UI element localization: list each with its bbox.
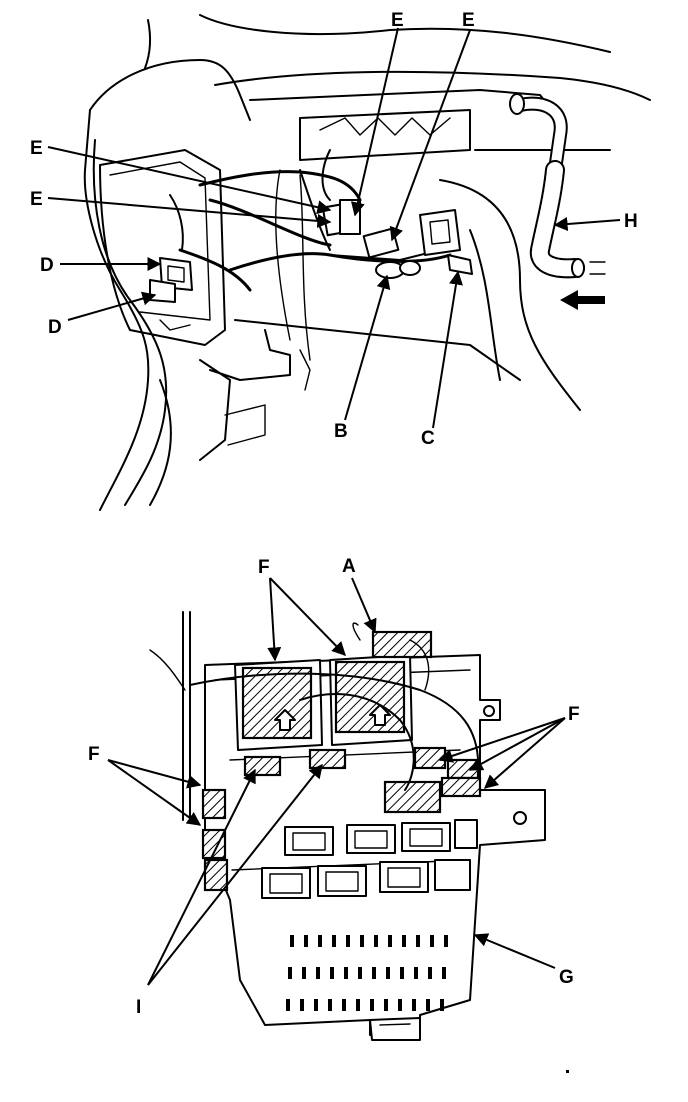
connector-e-2 xyxy=(362,227,400,259)
fuse-slot xyxy=(426,999,430,1011)
callout-d-2: D xyxy=(48,317,62,338)
callout-f-left: F xyxy=(88,744,100,765)
fuse-box-view xyxy=(149,611,569,1073)
fuse-slot xyxy=(388,935,392,947)
connector-e-1 xyxy=(321,199,361,237)
fuse-slot xyxy=(288,967,292,979)
fuse-slot-grid xyxy=(286,935,448,1011)
fuse-slot xyxy=(332,935,336,947)
fuse-slot xyxy=(346,935,350,947)
fuse-slot xyxy=(314,999,318,1011)
relay-a xyxy=(371,630,433,659)
fuse-slot xyxy=(386,967,390,979)
fuse-slot xyxy=(430,935,434,947)
connector-f-center xyxy=(383,780,442,814)
fuse-slot xyxy=(412,999,416,1011)
fuse-slot xyxy=(318,935,322,947)
fuse-slot xyxy=(442,967,446,979)
relay-socket-2 xyxy=(329,654,413,746)
connector-d-lower xyxy=(149,279,176,303)
fuse-slot xyxy=(342,999,346,1011)
fuse-slot xyxy=(316,967,320,979)
connector-i-2 xyxy=(308,748,347,770)
fuse-slot xyxy=(358,967,362,979)
fuse-slot xyxy=(344,967,348,979)
connector-i-1 xyxy=(243,755,282,777)
callout-a: A xyxy=(342,556,356,577)
callout-d-1: D xyxy=(40,255,54,276)
connector-f-right-3 xyxy=(440,776,482,798)
connector-f-right-1 xyxy=(413,746,447,770)
junction-block-upper xyxy=(419,209,461,256)
fuse-slot xyxy=(302,967,306,979)
callout-labels: E E E E D D B C H F A F F G I xyxy=(30,10,638,1018)
fuse-slot xyxy=(428,967,432,979)
fuse-slot xyxy=(398,999,402,1011)
connector-b xyxy=(375,260,421,279)
dashboard-view xyxy=(83,14,651,511)
connector-f-left-3 xyxy=(203,858,229,892)
fuse-slot xyxy=(370,999,374,1011)
callout-c: C xyxy=(421,428,435,449)
fuse-slot xyxy=(286,999,290,1011)
fuse-slot xyxy=(356,999,360,1011)
fuse-slot xyxy=(402,935,406,947)
leader-lines xyxy=(47,27,621,986)
corrugated-tube-h xyxy=(509,93,606,279)
callout-h: H xyxy=(624,211,638,232)
callout-e-left-2: E xyxy=(30,189,43,210)
fuse-slot xyxy=(400,967,404,979)
callout-f-right: F xyxy=(568,704,580,725)
callout-g: G xyxy=(559,967,574,988)
fuse-slot xyxy=(372,967,376,979)
fuse-slot xyxy=(444,935,448,947)
fuse-slot xyxy=(416,935,420,947)
fuse-slot xyxy=(290,935,294,947)
callout-e-left-1: E xyxy=(30,138,43,159)
connector-c xyxy=(447,254,473,275)
fuse-slot xyxy=(374,935,378,947)
fuse-slot xyxy=(330,967,334,979)
fuse-slot xyxy=(300,999,304,1011)
callout-i: I xyxy=(136,997,141,1018)
callout-e-top-1: E xyxy=(391,10,404,31)
callout-b: B xyxy=(334,421,348,442)
fuse-slot xyxy=(360,935,364,947)
fuse-slot xyxy=(414,967,418,979)
fuse-slot xyxy=(328,999,332,1011)
fuse-slot xyxy=(440,999,444,1011)
forward-arrow-icon xyxy=(560,290,605,310)
fuse-slot xyxy=(384,999,388,1011)
relay-socket-1 xyxy=(234,659,323,751)
fuse-slot xyxy=(304,935,308,947)
connector-f-left-2 xyxy=(201,828,227,860)
connector-f-left-1 xyxy=(201,788,227,820)
callout-f-top: F xyxy=(258,557,270,578)
callout-e-top-2: E xyxy=(462,10,475,31)
